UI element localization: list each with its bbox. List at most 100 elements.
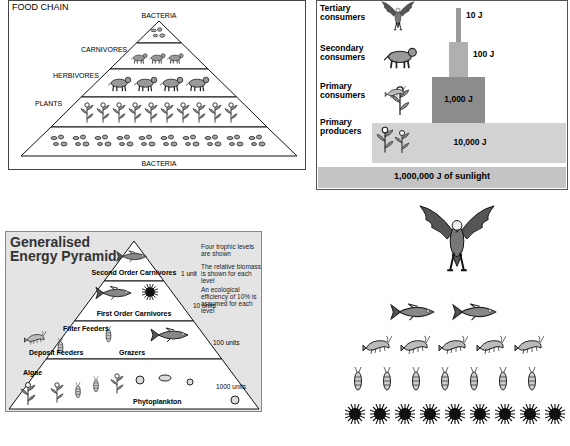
shell-icon (142, 284, 158, 300)
shrimp-icon (401, 336, 430, 354)
krill-icon (529, 367, 536, 390)
phytoplankton-icon (231, 396, 239, 404)
level-outline (21, 127, 297, 156)
phytoplankton-icon (187, 379, 193, 385)
urchin-icon (345, 404, 365, 424)
phytoplankton-icon (76, 382, 81, 397)
bacteria-icon (117, 135, 133, 146)
biomass-value: 100 units (213, 339, 258, 346)
level-outline (75, 281, 194, 321)
biomass-value: 10 units (193, 302, 225, 309)
energy-bar-icons (377, 2, 416, 153)
level-label: Primary producers (320, 118, 370, 137)
krill-icon (413, 367, 420, 390)
food-chain-illustration (345, 206, 565, 424)
krill-icon (384, 367, 391, 390)
hawk-icon (382, 2, 414, 30)
biomass-value: 1000 units (216, 383, 261, 390)
panel-title: FOOD CHAIN (12, 3, 102, 13)
level-label: BACTERIA (129, 12, 189, 20)
krill-icon (355, 367, 362, 390)
level-label: Secondary consumers (320, 44, 380, 63)
level-label: CARNIVORES (81, 46, 129, 54)
level-label: Filter Feeders (63, 325, 123, 333)
shrimp-icon (515, 336, 544, 354)
urchin-icon (395, 404, 415, 424)
plant-icon (81, 103, 93, 123)
energy-bar: Primary producers10,000 J (372, 123, 566, 163)
energy-pyramid-art (21, 251, 239, 405)
bacteria-icon (151, 28, 165, 37)
flower-icon (377, 127, 393, 152)
pyramid-level: CARNIVORES (110, 43, 208, 69)
pyramid-level: Filter FeedersDeposit FeedersGrazers100 … (46, 321, 222, 359)
note-text: Four trophic levels are shown (201, 243, 261, 257)
level-outline (137, 21, 182, 43)
carnivore-icon (167, 54, 183, 64)
level-label: Phytoplankton (133, 398, 193, 406)
crab-icon (25, 331, 47, 345)
plant-icon (209, 103, 221, 123)
bacteria-icon (95, 135, 111, 146)
level-label: Second Order Carnivores (86, 269, 182, 277)
bacteria-icon (51, 135, 67, 146)
level-outline (21, 127, 297, 156)
level-label: First Order Carnivores (86, 310, 182, 318)
phytoplankton-icon (136, 376, 144, 384)
shrimp-icon (363, 336, 392, 354)
fish-icon (453, 304, 496, 320)
panel-title: Generalised Energy Pyramid (10, 235, 128, 263)
flower-icon (391, 87, 409, 115)
energy-bar: Secondary consumers100 J (449, 42, 468, 77)
flower-icon (395, 131, 409, 154)
fish-icon (96, 286, 131, 299)
plant-icon (145, 103, 157, 123)
plant-icon (177, 103, 189, 123)
shrimp-icon (439, 336, 468, 354)
bacteria-icon (139, 135, 155, 146)
plant-icon (97, 103, 109, 123)
panel-frame: Generalised Energy Pyramid Four trophic l… (5, 231, 262, 412)
herbivore-icon (108, 77, 131, 91)
algae-icon (51, 383, 63, 403)
carnivore-icon (149, 54, 165, 64)
energy-value: 10 J (466, 11, 506, 20)
krill-icon (471, 367, 478, 390)
phytoplankton-icon (159, 375, 171, 381)
food-chain-art (51, 28, 265, 146)
urchin-icon (495, 404, 515, 424)
level-outline (51, 97, 267, 127)
algae-icon (21, 383, 35, 406)
fish-icon (391, 304, 434, 320)
note-text: An ecological efficiency of 10% is assum… (201, 286, 261, 315)
pyramid-level: First Order Carnivores10 units (74, 281, 194, 321)
sunlight-label: 1,000,000 J of sunlight (318, 172, 566, 182)
pyramid-level: AlgaePhytoplankton1000 units (9, 359, 259, 409)
urchin-icon (370, 404, 390, 424)
mouse-icon (384, 48, 416, 68)
urchin-icon (520, 404, 540, 424)
phytoplankton-icon (94, 376, 99, 391)
energy-value: 1,000 J (432, 95, 485, 104)
herbivore-icon (134, 77, 157, 91)
pyramid-level: BACTERIA (21, 127, 297, 156)
urchin-icon (445, 404, 465, 424)
energy-value: 10,000 J (420, 138, 520, 147)
fish-icon (117, 251, 147, 262)
herbivore-icon (186, 77, 209, 91)
bacteria-icon (161, 135, 177, 146)
urchin-icon (545, 404, 565, 424)
level-outline (81, 69, 237, 97)
pyramid-level: HERBIVORES (81, 69, 237, 97)
hawk-icon (420, 206, 494, 270)
energy-value: 100 J (473, 50, 513, 59)
biomass-value: 1 unit (181, 270, 205, 277)
bacteria-icon (227, 135, 243, 146)
carnivore-icon (131, 54, 147, 64)
level-outline (51, 97, 267, 127)
bacteria-icon (205, 135, 221, 146)
panel-frame: FOOD CHAINBACTERIACARNIVORESHERBIVORESPL… (8, 0, 306, 170)
level-label: PLANTS (35, 100, 75, 108)
plant-icon (161, 103, 173, 123)
bacteria-icon (249, 135, 265, 146)
